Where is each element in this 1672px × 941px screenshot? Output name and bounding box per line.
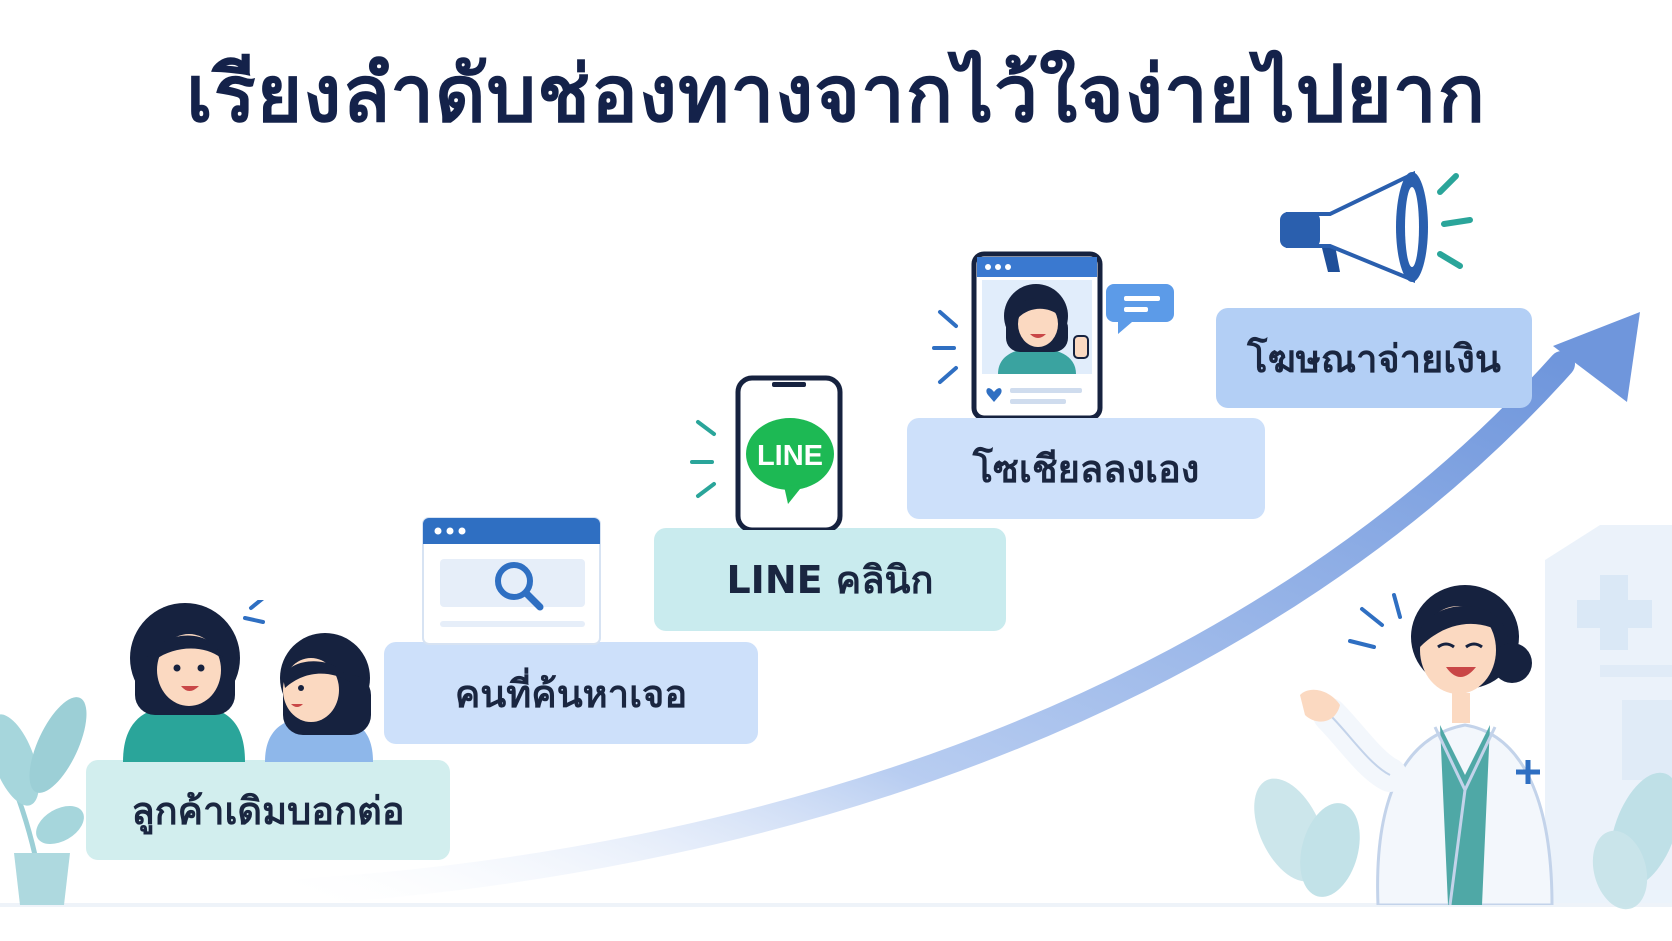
line-phone-icon: LINE — [690, 375, 843, 530]
search-browser-icon — [422, 517, 601, 645]
step-box-ads: โฆษณาจ่ายเงิน — [1216, 308, 1532, 408]
step-box-word-of-mouth: ลูกค้าเดิมบอกต่อ — [86, 760, 450, 860]
people-talking-icon — [123, 600, 373, 762]
step-label: โฆษณาจ่ายเงิน — [1247, 336, 1501, 381]
page-title: เรียงลำดับช่องทางจากไว้ใจง่ายไปยาก — [186, 50, 1486, 140]
doctor-presenting-icon — [1300, 585, 1554, 905]
step-label: โซเชียลลงเอง — [972, 447, 1200, 491]
step-label: ลูกค้าเดิมบอกต่อ — [131, 788, 405, 833]
bushes-icon — [1254, 772, 1672, 910]
step-box-line: LINE คลินิก — [654, 528, 1006, 631]
growth-arrow-icon — [287, 312, 1640, 905]
megaphone-icon — [1280, 170, 1473, 283]
line-logo-text: LINE — [757, 440, 823, 472]
step-label: คนที่ค้นหาเจอ — [454, 671, 688, 716]
step-label: LINE คลินิก — [726, 558, 934, 602]
potted-plant-icon — [0, 697, 87, 905]
step-box-search: คนที่ค้นหาเจอ — [384, 642, 758, 744]
step-box-social: โซเชียลลงเอง — [907, 418, 1265, 519]
social-post-phone-icon — [932, 251, 1174, 418]
